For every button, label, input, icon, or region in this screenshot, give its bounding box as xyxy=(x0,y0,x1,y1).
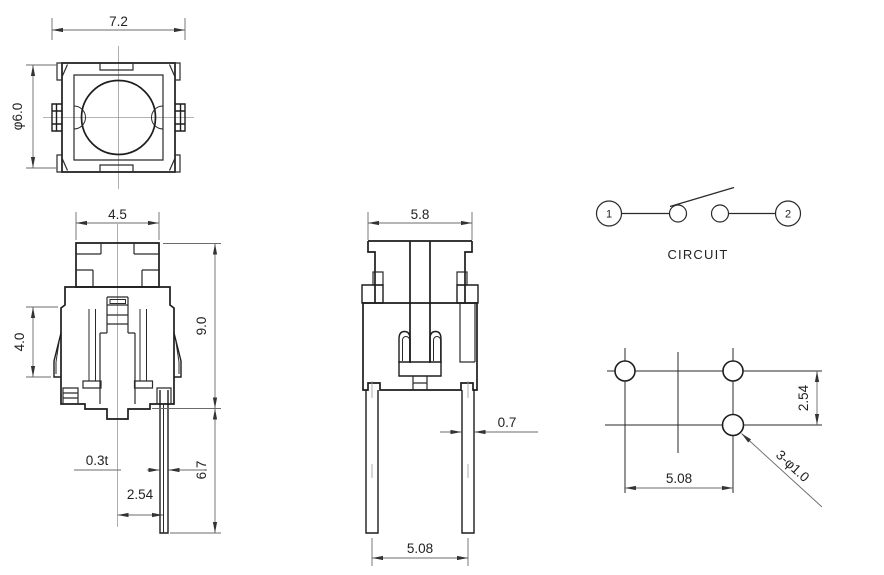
circuit-diagram: 1 2 CIRCUIT xyxy=(595,186,802,262)
side-view-dim-width-ext xyxy=(367,212,473,240)
front-view-inner-walls xyxy=(88,309,147,381)
top-view-side-terminal-left xyxy=(51,103,62,132)
front-view-plunger-top-detail xyxy=(109,299,126,304)
pcb-dim-col-pitch-label: 5.08 xyxy=(666,471,692,486)
side-view-dim-pitch-ext xyxy=(371,538,469,566)
side-view-lead-left xyxy=(365,390,379,534)
side-view-dim-width-label: 5.8 xyxy=(411,207,430,222)
top-view-dim-diameter-label: φ6.0 xyxy=(10,103,25,131)
side-view-lead-centerlines xyxy=(371,381,469,478)
circuit-switch-arm xyxy=(669,186,735,208)
circuit-contact-left xyxy=(668,204,688,223)
top-view-corner-tabs xyxy=(56,62,181,173)
pcb-hole-top-right xyxy=(722,360,744,382)
side-view-inner-panel xyxy=(459,303,476,363)
front-view-dim-side-label: 4.0 xyxy=(12,333,27,352)
top-view-guide-arcs xyxy=(73,105,164,130)
side-view-shoulder-blocks xyxy=(361,284,479,304)
circuit-terminal-2-label: 2 xyxy=(785,209,791,221)
top-view-button-circle xyxy=(80,79,157,156)
side-view-dim-lead-width-label: 0.7 xyxy=(498,415,517,430)
front-view-base-foot-left xyxy=(62,387,79,405)
front-view-dim-cap-label: 4.5 xyxy=(108,207,127,222)
front-view: 4.5 4.0 9.0 6.7 0.3t 2.54 xyxy=(12,207,221,534)
side-view-dim-pitch-label: 5.08 xyxy=(407,541,433,556)
front-view-dim-height-label: 9.0 xyxy=(194,317,209,336)
front-view-dim-offset-label: 2.54 xyxy=(127,487,154,502)
side-view: 5.8 0.7 5.08 xyxy=(361,207,538,566)
front-view-seating-ext xyxy=(152,243,221,534)
front-view-dim-thickness-label: 0.3t xyxy=(86,453,109,468)
pcb-hole-bottom-right xyxy=(721,413,745,437)
side-view-plunger-stem xyxy=(412,376,428,390)
side-view-clip-bar xyxy=(398,361,442,377)
circuit-terminal-1-label: 1 xyxy=(606,209,612,221)
top-view-edge-tabs xyxy=(99,63,134,172)
front-view-plunger xyxy=(99,296,136,404)
pcb-hole-note-label: 3-φ1.0 xyxy=(773,447,812,485)
front-view-claw-left xyxy=(53,332,62,378)
front-view-claw-right xyxy=(173,332,182,378)
top-view: 7.2 φ6.0 xyxy=(10,14,194,189)
side-view-clip-prongs xyxy=(398,330,442,363)
front-view-body-outline xyxy=(60,286,175,420)
top-view-side-terminal-right xyxy=(175,103,186,132)
circuit-caption: CIRCUIT xyxy=(667,247,728,262)
side-view-body-outline xyxy=(362,302,478,391)
top-view-dim-width-label: 7.2 xyxy=(109,14,128,29)
top-view-inner-frame xyxy=(73,74,164,161)
side-view-cap xyxy=(367,240,473,362)
side-view-cap-notch-rects xyxy=(372,271,468,286)
front-view-claw-left-inner xyxy=(55,341,60,374)
front-view-lead-block xyxy=(156,387,172,405)
side-view-lead-right xyxy=(461,390,475,534)
front-view-dim-side-ext xyxy=(26,306,58,378)
front-view-claw-right-inner xyxy=(175,341,180,374)
pcb-hole-note-leader xyxy=(741,433,823,508)
side-view-clip-prongs-inner xyxy=(402,336,441,361)
pcb-hole-top-left xyxy=(614,360,636,382)
front-view-cap-notches xyxy=(76,243,159,287)
pcb-dim-row-pitch-label: 2.54 xyxy=(796,384,811,411)
circuit-contact-right xyxy=(710,204,730,223)
pcb-layout: 2.54 5.08 3-φ1.0 xyxy=(605,348,823,508)
front-view-dim-cap-ext xyxy=(75,212,160,240)
top-view-dim-diameter-ext xyxy=(26,64,58,169)
